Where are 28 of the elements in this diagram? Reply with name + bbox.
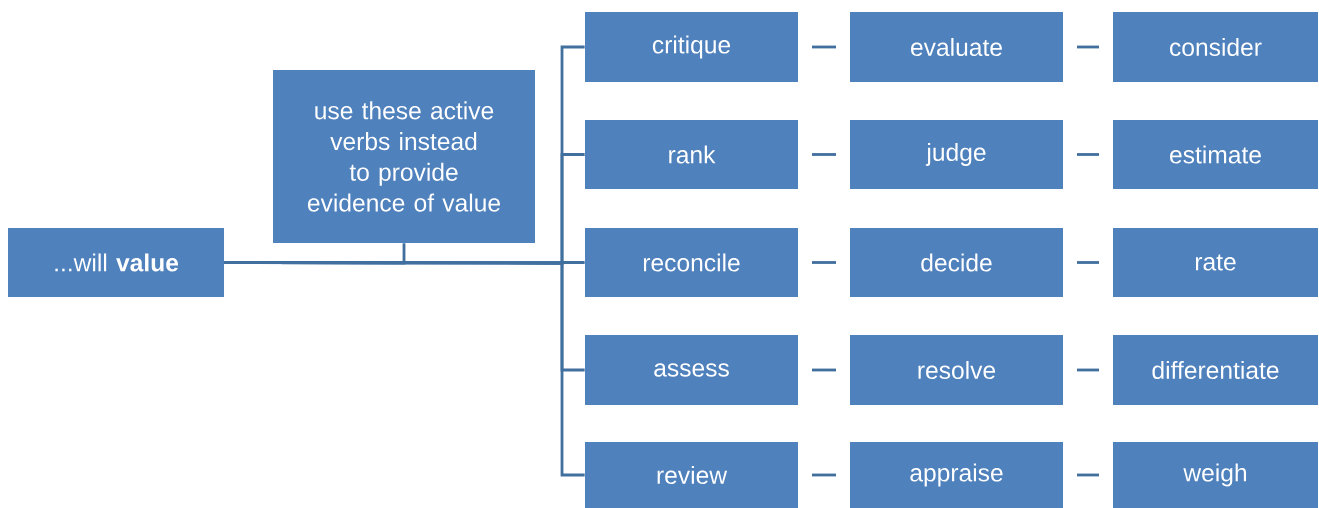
connector-line — [812, 153, 836, 156]
verb-box: decide — [850, 228, 1063, 297]
connector-line — [812, 261, 836, 264]
verb-box: differentiate — [1113, 335, 1318, 405]
connector-line — [1077, 261, 1099, 264]
verb-box: assess — [585, 335, 798, 405]
verb-box: ...will value — [8, 228, 224, 297]
connector-line — [1077, 368, 1099, 372]
verb-box: consider — [1113, 12, 1318, 82]
connector-line — [812, 45, 836, 49]
verb-box: rank — [585, 120, 798, 189]
verb-box: estimate — [1113, 120, 1318, 189]
connector-line — [812, 368, 836, 372]
verb-box: evaluate — [850, 12, 1063, 82]
verb-box: critique — [585, 12, 798, 82]
note-box: use these active verbs instead to provide evidence of value — [273, 70, 535, 243]
verb-box: judge — [850, 120, 1063, 189]
connector-line — [812, 473, 836, 477]
verb-box: rate — [1113, 228, 1318, 297]
verb-box: appraise — [850, 442, 1063, 508]
verb-box: weigh — [1113, 442, 1318, 508]
connector-line — [1077, 153, 1099, 156]
connector-line — [224, 243, 406, 265]
verb-box: resolve — [850, 335, 1063, 405]
connector-line — [1077, 473, 1099, 477]
verb-box: reconcile — [585, 228, 798, 297]
connector-line — [1077, 45, 1099, 49]
verb-box: review — [585, 442, 798, 508]
